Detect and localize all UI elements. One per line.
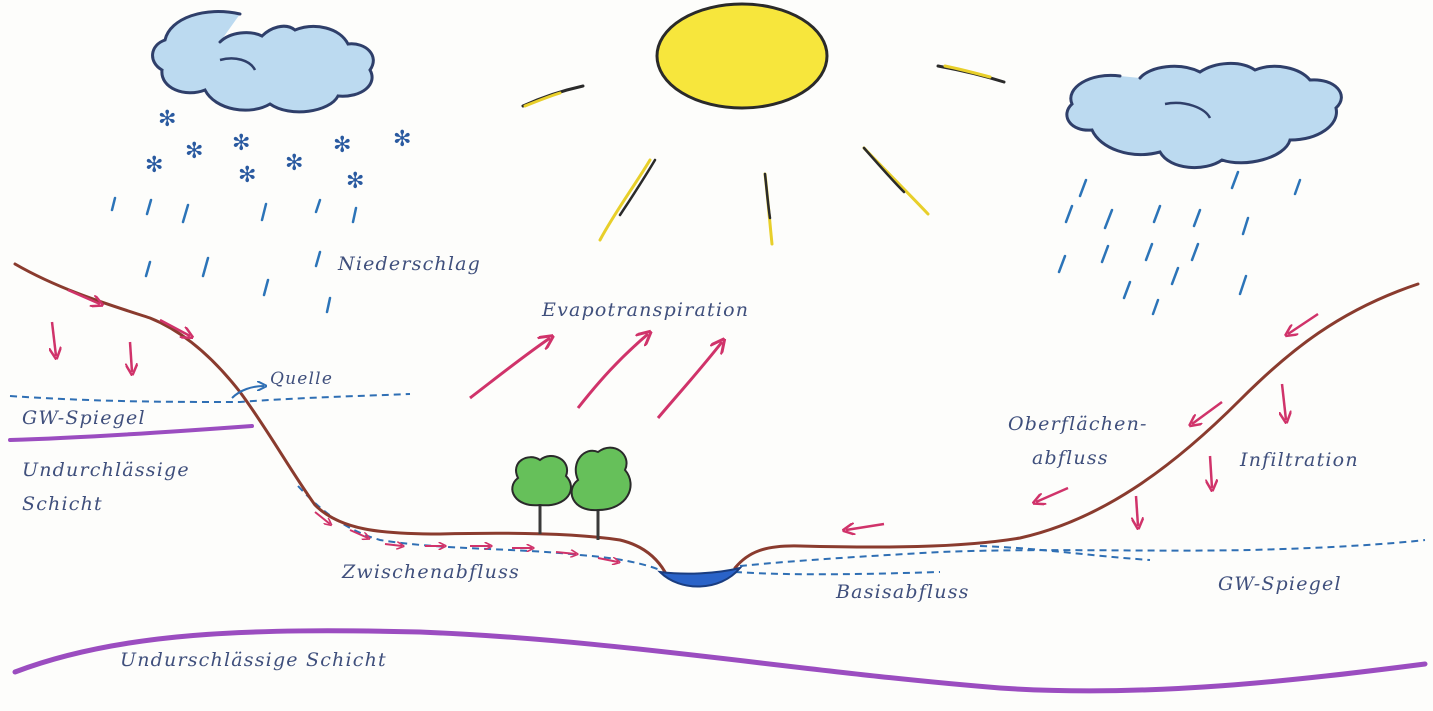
raindrop-icon <box>1066 206 1072 222</box>
label-evapotranspiration: Evapotranspiration <box>541 299 749 321</box>
raindrop-icon <box>1295 180 1300 194</box>
snowflake-icon: ✻ <box>285 151 303 176</box>
arrow-icon <box>658 342 722 418</box>
raindrop-icon <box>1080 180 1086 196</box>
snowflake-icon: ✻ <box>346 169 364 194</box>
arrow-icon <box>1288 314 1318 334</box>
snowflake-icon: ✻ <box>333 133 351 158</box>
snowflake-icon: ✻ <box>393 127 411 152</box>
arrow-icon <box>470 338 550 398</box>
arrow-icon <box>350 530 368 538</box>
river-icon <box>660 568 740 587</box>
raindrop-icon <box>264 280 268 295</box>
raindrop-icon <box>316 252 320 266</box>
sun-disc <box>657 4 827 108</box>
raindrop-icon <box>147 200 151 214</box>
raindrop-icon <box>1243 218 1248 234</box>
label-infiltration: Infiltration <box>1239 449 1359 471</box>
cloud-icon-right <box>1067 63 1342 167</box>
arrow-icon <box>68 290 100 304</box>
baseflow-line <box>735 572 940 574</box>
label-niederschlag: Niederschlag <box>337 253 481 275</box>
label-undurchlaessige-line1: Undurchlässige <box>22 459 190 481</box>
label-oberflaechen-line2: abfluss <box>1032 447 1109 469</box>
label-quelle: Quelle <box>270 369 333 389</box>
label-undurschlaessige-bottom: Undurschlässige Schicht <box>120 649 387 671</box>
cloud-left-shape <box>153 12 374 112</box>
label-gw-spiegel-left: GW-Spiegel <box>22 407 146 429</box>
snowflake-icon: ✻ <box>185 139 203 164</box>
raindrop-icon <box>353 208 356 222</box>
raindrop-icon <box>183 205 188 222</box>
arrow-icon <box>130 342 132 372</box>
raindrop-icon <box>1192 244 1198 260</box>
water-table-left <box>10 394 410 402</box>
raindrop-icon <box>1240 276 1246 294</box>
raindrop-icon <box>327 298 330 312</box>
water-table-right-lower <box>980 546 1150 560</box>
raindrop-icon <box>1059 256 1065 272</box>
tree-icon <box>572 448 631 540</box>
raindrop-icon <box>1172 268 1178 284</box>
raindrop-icon <box>262 204 266 220</box>
raindrop-icon <box>1146 244 1152 260</box>
arrow-icon <box>846 524 884 530</box>
raindrop-icon <box>112 198 115 210</box>
raindrop-icon <box>1232 172 1238 188</box>
arrow-icon <box>1036 488 1068 502</box>
raindrop-icon <box>1194 210 1200 226</box>
arrow-icon <box>160 320 190 336</box>
arrow-icon <box>1210 456 1212 488</box>
raindrop-icon <box>1124 282 1130 298</box>
cloud-icon-left <box>153 12 374 112</box>
arrow-icon <box>52 322 56 356</box>
rain-right <box>1059 172 1300 314</box>
label-basisabfluss: Basisabfluss <box>835 581 970 603</box>
evapotranspiration-arrows <box>470 334 722 418</box>
raindrop-icon <box>316 200 320 212</box>
snowflake-icon: ✻ <box>158 107 176 132</box>
raindrop-icon <box>1102 246 1108 262</box>
tree-icon <box>512 456 571 534</box>
cloud-right-shape <box>1067 63 1342 167</box>
snowflake-icon: ✻ <box>232 131 250 156</box>
water-table-right <box>740 540 1425 566</box>
label-undurchlaessige-line2: Schicht <box>22 493 103 515</box>
raindrop-icon <box>1153 300 1158 314</box>
precipitation-arrows-left <box>52 290 190 372</box>
snowflake-icon: ✻ <box>145 153 163 178</box>
raindrop-icon <box>146 262 150 276</box>
label-gw-spiegel-right: GW-Spiegel <box>1218 573 1342 595</box>
interflow-arrows <box>315 512 618 562</box>
arrow-icon <box>578 334 648 408</box>
raindrop-icon <box>203 258 208 276</box>
snowflakes: ✻ ✻ ✻ ✻ ✻ ✻ ✻ ✻ ✻ <box>145 107 411 194</box>
arrow-icon <box>1282 384 1286 420</box>
arrow-icon <box>385 544 402 546</box>
raindrop-icon <box>1105 210 1112 228</box>
sun-icon <box>523 4 1004 244</box>
label-oberflaechen-line1: Oberflächen- <box>1008 413 1148 435</box>
arrow-icon <box>1136 496 1138 526</box>
label-zwischenabfluss: Zwischenabfluss <box>341 561 520 583</box>
raindrop-icon <box>1154 206 1160 222</box>
snowflake-icon: ✻ <box>238 163 256 188</box>
rain-left <box>112 198 356 312</box>
